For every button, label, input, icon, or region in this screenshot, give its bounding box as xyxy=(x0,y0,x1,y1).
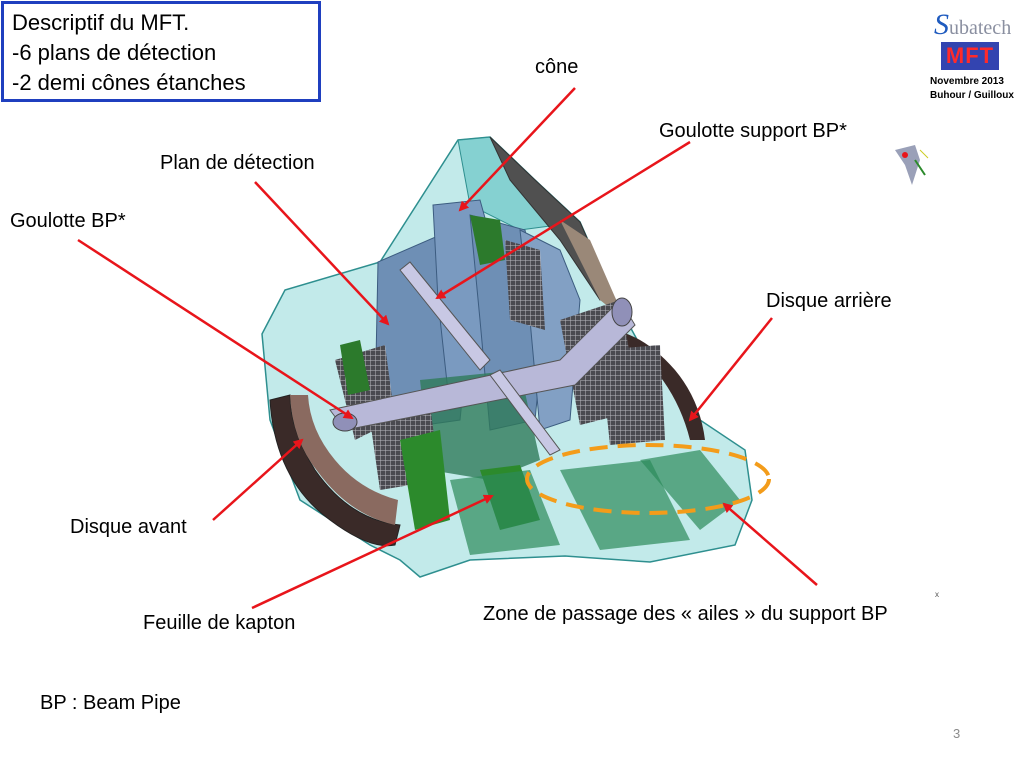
arrow-zone-passage xyxy=(722,502,818,586)
mft-logo: MFT xyxy=(941,42,999,70)
pointer-arrows xyxy=(77,87,818,610)
label-goulotte-support: Goulotte support BP* xyxy=(659,120,847,142)
arrow-cone xyxy=(458,87,576,212)
orientation-glyph xyxy=(895,145,929,185)
lower-shells xyxy=(450,450,740,555)
label-feuille-kapton: Feuille de kapton xyxy=(143,612,296,634)
arrow-goulotte-support xyxy=(435,140,691,300)
arrow-disque-arriere xyxy=(688,317,773,422)
logo-date: Novembre 2013 xyxy=(930,76,1004,87)
subatech-logo-text: ubatech xyxy=(949,17,1012,39)
label-cone: cône xyxy=(535,56,579,78)
label-plan-detection: Plan de détection xyxy=(160,152,315,174)
arrow-disque-avant xyxy=(212,438,304,521)
title-line-2: -6 plans de détection xyxy=(12,40,217,65)
label-disque-avant: Disque avant xyxy=(70,516,187,538)
logo-authors: Buhour / Guilloux xyxy=(930,90,1014,101)
title-line-3: -2 demi cônes étanches xyxy=(12,70,246,95)
label-zone-passage: Zone de passage des « ailes » du support… xyxy=(483,603,888,625)
subatech-logo: Subatech xyxy=(934,8,1011,42)
wing-passage-zone xyxy=(525,443,771,515)
subatech-logo-s: S xyxy=(934,8,949,41)
label-bp-definition: BP : Beam Pipe xyxy=(40,692,181,714)
beam-pipe-support xyxy=(329,261,636,456)
axis-mark: x xyxy=(935,590,939,599)
arrow-feuille-kapton xyxy=(251,494,494,610)
title-line-1: Descriptif du MFT. xyxy=(12,10,190,35)
label-disque-arriere: Disque arrière xyxy=(766,290,892,312)
page-number: 3 xyxy=(953,726,961,741)
label-goulotte-bp: Goulotte BP* xyxy=(10,210,126,232)
arrow-goulotte-bp xyxy=(77,238,354,420)
title-box: Descriptif du MFT. -6 plans de détection… xyxy=(1,1,321,102)
subatech-mft-logo: Subatech MFT Novembre 2013 Buhour / Guil… xyxy=(900,0,1024,115)
arrow-plan-detection xyxy=(254,181,390,326)
